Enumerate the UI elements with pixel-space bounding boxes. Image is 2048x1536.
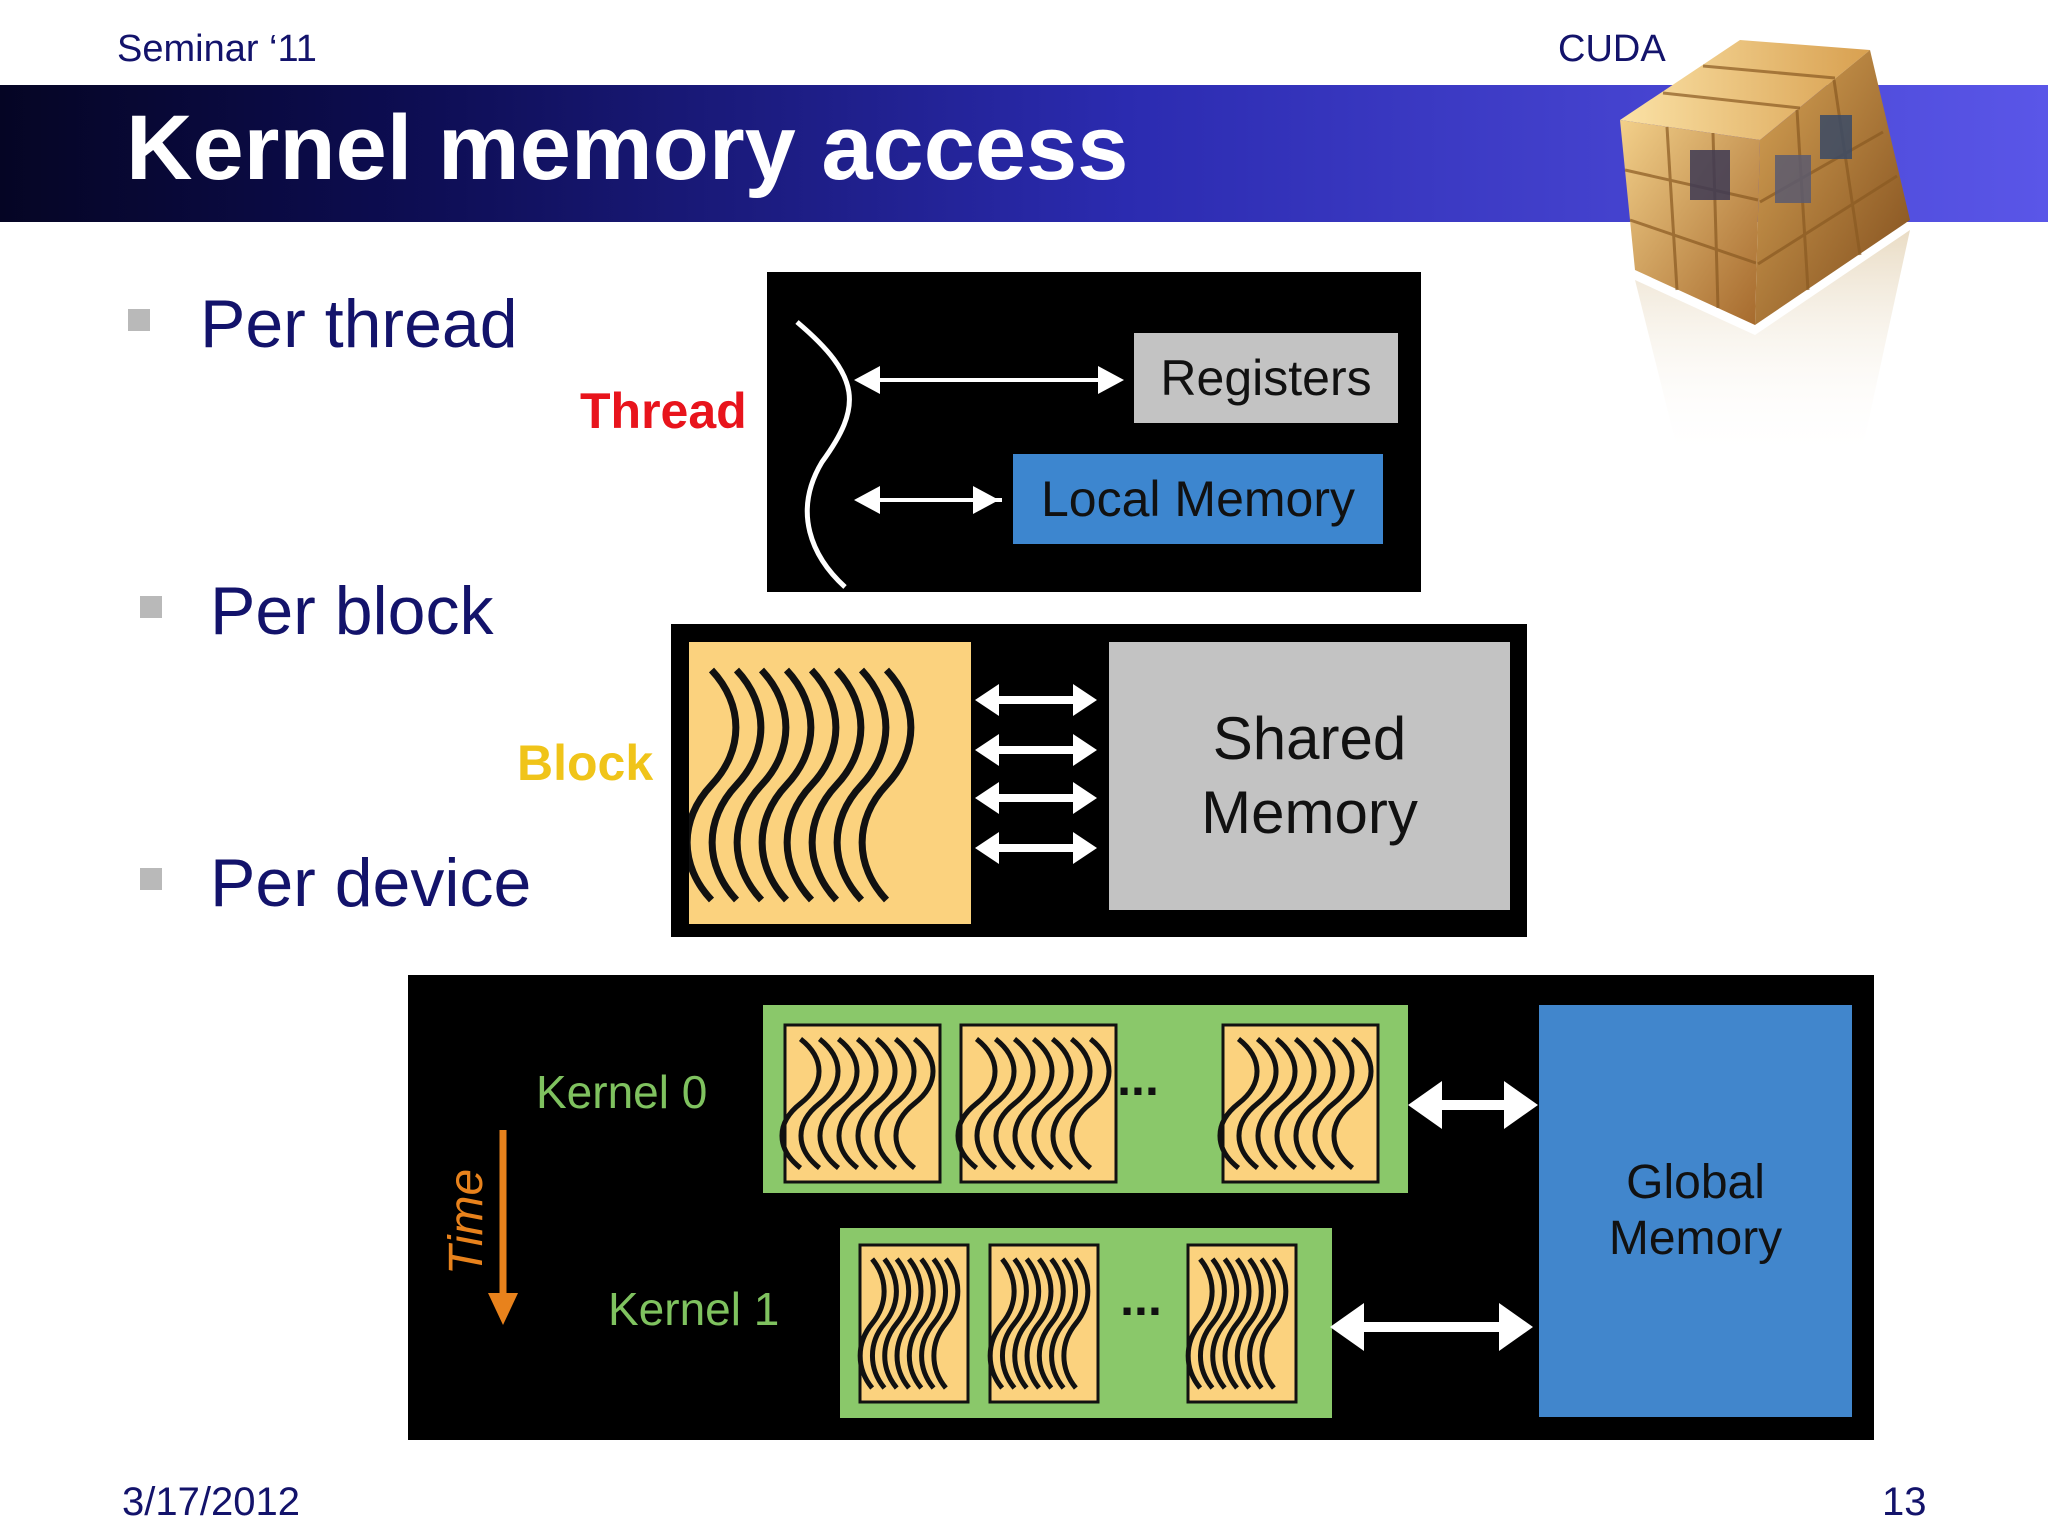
cube-logo-icon: [1620, 40, 1910, 460]
device-diagram-svg: Time Kernel 0 Kernel 1 ... ...: [440, 1005, 1538, 1418]
thread-wave-icon: [783, 667, 840, 903]
kernel1-label: Kernel 1: [608, 1283, 779, 1335]
slide-title: Kernel memory access: [126, 97, 1129, 199]
thread-wave-icon: [874, 1037, 917, 1170]
thread-wave-icon: [1000, 1257, 1029, 1390]
bullet-per-thread: Per thread: [200, 286, 518, 362]
global-memory-line1: Global: [1626, 1156, 1765, 1209]
thread-wave-icon: [1217, 1037, 1260, 1170]
thread-wave-icon: [987, 1257, 1017, 1390]
thread-wave-icon: [733, 667, 790, 903]
thread-wave-icon: [906, 1257, 936, 1390]
global-arrows-icon: [1330, 1081, 1538, 1351]
thread-wave-icon: [955, 1037, 998, 1170]
thread-wave-icon: [1312, 1037, 1355, 1170]
thread-wave-icon: [1255, 1037, 1298, 1170]
block-label: Block: [517, 735, 654, 791]
footer-page-number: 13: [1882, 1480, 1927, 1524]
thread-wave-icon: [870, 1257, 899, 1390]
kernel1-ellipsis: ...: [1120, 1270, 1162, 1326]
thread-wave-icon: [882, 1257, 912, 1390]
shared-memory-line2: Memory: [1201, 779, 1418, 846]
thread-wave-icon: [993, 1037, 1036, 1170]
thread-wave-icon: [779, 1037, 822, 1170]
bullet-marker: [140, 596, 162, 618]
bullet-marker: [140, 868, 162, 890]
thread-wave-icon: [689, 667, 740, 903]
thread-wave-icon: [1012, 1037, 1055, 1170]
thread-wave-icon: [1061, 1257, 1091, 1390]
thread-wave-icon: [1049, 1257, 1078, 1390]
thread-wave-icon: [858, 667, 915, 903]
thread-wave-icon: [708, 667, 765, 903]
local-memory-box: Local Memory: [1013, 454, 1383, 544]
thread-wave-icon: [1331, 1037, 1374, 1170]
thread-wave-icon: [808, 667, 865, 903]
bullet-marker: [128, 309, 150, 331]
time-label: Time: [440, 1169, 493, 1275]
thread-wave-icon: [857, 1257, 887, 1390]
thread-wave-icon: [893, 1037, 936, 1170]
global-memory-box: Global Memory: [1539, 1005, 1852, 1417]
thread-wave-icon: [1031, 1037, 1074, 1170]
thread-wave-icon: [817, 1037, 860, 1170]
thread-wave-icon: [1050, 1037, 1093, 1170]
global-memory-line2: Memory: [1608, 1212, 1783, 1265]
thread-block-icon: [689, 642, 971, 924]
device-memory-panel: Time Kernel 0 Kernel 1 ... ... Global Me…: [408, 975, 1874, 1440]
thread-wave-icon: [1274, 1037, 1317, 1170]
thread-wave-icon: [931, 1257, 961, 1390]
thread-squiggle-icon: [795, 320, 852, 589]
thread-label: Thread: [580, 383, 747, 439]
thread-wave-icon: [1236, 1037, 1279, 1170]
thread-wave-icon: [1198, 1257, 1227, 1390]
thread-wave-icon: [855, 1037, 898, 1170]
header-cuda: CUDA: [1558, 28, 1666, 70]
thread-wave-icon: [974, 1037, 1017, 1170]
thread-wave-icon: [1185, 1257, 1215, 1390]
thread-wave-icon: [758, 667, 815, 903]
thread-diagram-svg: [795, 320, 1124, 589]
thread-wave-icon: [833, 667, 890, 903]
thread-wave-icon: [1247, 1257, 1276, 1390]
shared-memory-line1: Shared: [1212, 705, 1407, 772]
thread-wave-icon: [1012, 1257, 1042, 1390]
thread-wave-icon: [798, 1037, 841, 1170]
bullet-per-block: Per block: [210, 573, 494, 649]
thread-wave-icon: [1069, 1037, 1112, 1170]
shared-memory-box: Shared Memory: [1109, 642, 1510, 910]
registers-box: Registers: [1134, 333, 1398, 423]
thread-wave-icon: [1024, 1257, 1054, 1390]
bullet-per-device: Per device: [210, 845, 532, 921]
shared-arrows-icon: [975, 684, 1097, 864]
kernel0-ellipsis: ...: [1117, 1050, 1159, 1106]
thread-wave-icon: [1234, 1257, 1264, 1390]
thread-wave-icon: [1293, 1037, 1336, 1170]
block-memory-panel: Shared Memory: [671, 624, 1527, 937]
footer-date: 3/17/2012: [122, 1480, 300, 1524]
header-seminar: Seminar ‘11: [117, 28, 317, 70]
thread-wave-icon: [1036, 1257, 1066, 1390]
thread-wave-icon: [1210, 1257, 1240, 1390]
thread-wave-icon: [1222, 1257, 1252, 1390]
kernel0-label: Kernel 0: [536, 1066, 707, 1118]
thread-wave-icon: [1259, 1257, 1289, 1390]
thread-wave-icon: [919, 1257, 948, 1390]
thread-wave-icon: [836, 1037, 879, 1170]
thread-wave-icon: [894, 1257, 924, 1390]
thread-memory-panel: Registers Local Memory: [767, 272, 1421, 592]
